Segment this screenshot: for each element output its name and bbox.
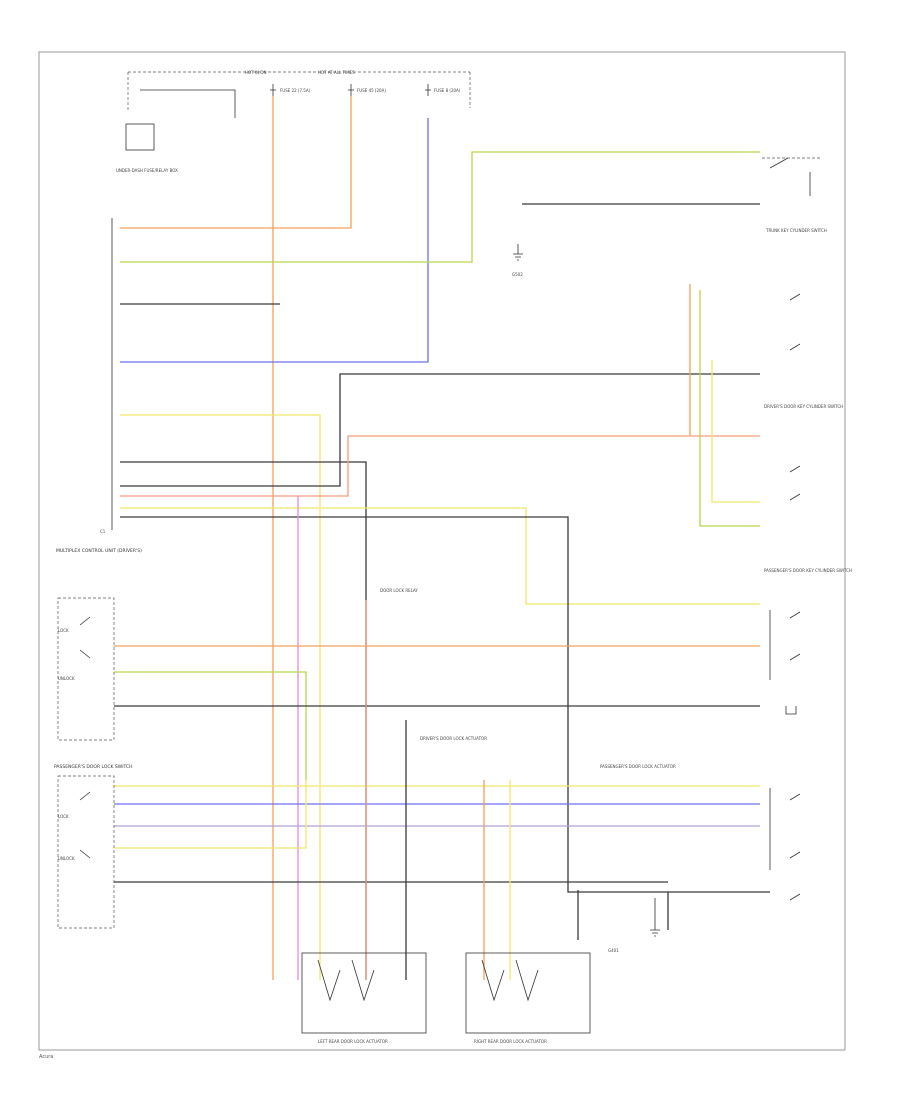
wire-green-trunk [120,151,760,263]
connector-c1-label: C1 [100,529,106,534]
diagram-frame [38,51,846,1051]
wire-gray-horiz-2 [120,373,760,487]
fuse-b-label: FUSE 45 (20A) [357,88,386,93]
door-lock-relay-label: DOOR LOCK RELAY [380,588,418,593]
fuse-c-label: FUSE 8 (20A) [434,88,461,93]
passenger-door-key-cylinder-switch: PASSENGER'S DOOR KEY CYLINDER SWITCH [764,465,852,573]
power-distribution: HOT IN ON HOT AT ALL TIMES FUSE 22 (7.5A… [116,70,471,173]
wire-yellow-key [120,414,321,980]
wire-green-right [699,290,760,527]
fuse-a-label: FUSE 22 (7.5A) [280,88,311,93]
wire-orange-horiz [120,435,760,497]
multiplex-control-unit: MULTIPLEX CONTROL UNIT (DRIVER'S) C1 [56,218,142,554]
driver-key-cylinder-label: DRIVER'S DOOR KEY CYLINDER SWITCH [764,404,843,409]
fuse-c: FUSE 8 (20A) [425,84,461,96]
driver-switch-unlock-label: UNLOCK [58,676,75,681]
ground-g401-label: G401 [608,948,619,953]
multiplex-control-unit-label: MULTIPLEX CONTROL UNIT (DRIVER'S) [56,548,142,554]
under-dash-relay-box [125,123,155,151]
under-dash-fuse-box-label: UNDER-DASH FUSE/RELAY BOX [116,168,178,173]
wire-black-mid [120,516,669,930]
passenger-door-lock-actuator-label: PASSENGER'S DOOR LOCK ACTUATOR [600,764,676,769]
trunk-key-cylinder-switch: TRUNK KEY CYLINDER SWITCH [762,157,827,233]
fuse-b: FUSE 45 (20A) [348,84,386,96]
passenger-switch-lock-label: LOCK [58,814,69,819]
wire-orange-fuse-b [120,96,352,229]
right-actuator-rear [769,788,801,901]
passenger-key-cylinder-label: PASSENGER'S DOOR KEY CYLINDER SWITCH [764,568,852,573]
wire-gray-horiz-1 [120,461,367,980]
wire-yellow-right [711,360,760,503]
power-label-hot-at-all-times: HOT AT ALL TIMES [318,70,355,75]
wire-green-driver-sw [114,671,307,780]
passenger-door-lock-switch: PASSENGER'S DOOR LOCK SWITCH LOCK UNLOCK [54,764,133,929]
driver-switch-lock-label: LOCK [58,628,69,633]
passenger-door-lock-switch-label: PASSENGER'S DOOR LOCK SWITCH [54,764,133,770]
driver-door-key-cylinder-switch: DRIVER'S DOOR KEY CYLINDER SWITCH [764,293,843,409]
wire-yellow-horiz [120,507,760,605]
left-rear-actuator-label: LEFT REAR DOOR LOCK ACTUATOR [318,1039,388,1044]
ground-g401: G401 [608,898,660,953]
footer-label: Acura [39,1054,53,1060]
driver-door-lock-switch: LOCK UNLOCK [57,597,115,741]
door-lock-relay: DOOR LOCK RELAY DRIVER'S DOOR LOCK ACTUA… [380,588,676,769]
fuse-a: FUSE 22 (7.5A) [270,84,311,96]
wires-layer [114,96,770,980]
driver-door-lock-actuator-label: DRIVER'S DOOR LOCK ACTUATOR [420,736,487,741]
left-rear-door-lock-actuator: LEFT REAR DOOR LOCK ACTUATOR [301,952,427,1044]
ground-g502-label: G502 [512,272,523,277]
trunk-key-cylinder-label: TRUNK KEY CYLINDER SWITCH [765,228,827,233]
right-rear-door-lock-actuator: RIGHT REAR DOOR LOCK ACTUATOR [465,952,591,1044]
right-actuator-front [769,610,801,715]
ground-g502: G502 [512,244,523,277]
passenger-switch-unlock-label: UNLOCK [58,856,75,861]
wire-yellow-pass-sw-2 [114,780,307,849]
right-rear-actuator-label: RIGHT REAR DOOR LOCK ACTUATOR [474,1039,547,1044]
power-label-hot-in-on: HOT IN ON [245,70,266,75]
wire-blue-fuse-c [120,118,429,363]
